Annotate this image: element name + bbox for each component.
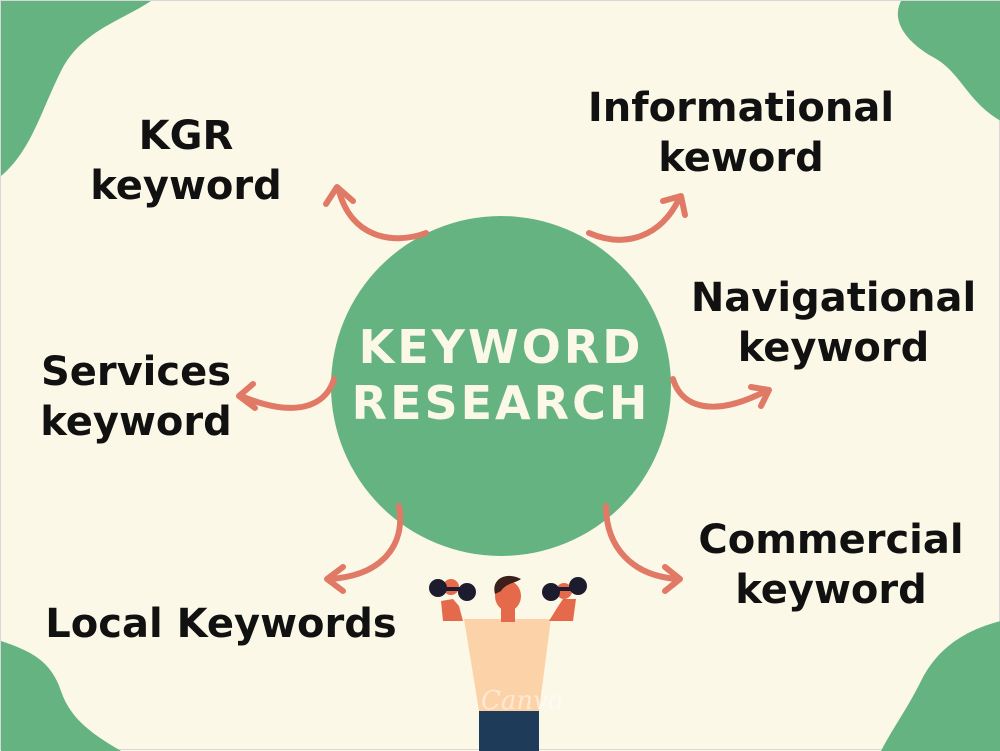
branch-kgr-keyword: KGR keyword [86, 111, 286, 211]
center-title-line1: KEYWORD [358, 320, 644, 374]
branch-label-line2: keyword [735, 567, 927, 613]
arrow-services [236, 376, 337, 411]
center-circle [331, 216, 671, 556]
center-title-line2: RESEARCH [351, 376, 651, 430]
man-lifting-dumbbells-illustration: Canva [429, 575, 587, 751]
branch-label-line1: Commercial [698, 517, 964, 563]
branch-label-line2: keword [658, 135, 824, 181]
corner-blob-bottom-right [881, 621, 1000, 751]
branch-label-line1: Informational [587, 85, 895, 131]
branch-commercial-keyword: Commercial keyword [686, 515, 976, 615]
branch-label-line1: Navigational [690, 275, 977, 321]
branch-informational-keyword: Informational keword [576, 83, 906, 183]
branch-label-line2: keyword [90, 163, 282, 209]
branch-navigational-keyword: Navigational keyword [681, 273, 986, 373]
arrow-informational [586, 193, 688, 243]
branch-label-line2: keyword [737, 325, 930, 371]
corner-blob-top-right [897, 1, 1000, 121]
branch-services-keyword: Services keyword [31, 347, 241, 447]
branch-label-line2: keyword [40, 399, 232, 445]
corner-blob-top-left [1, 1, 151, 176]
corner-blob-bottom-left [1, 641, 121, 751]
branch-label-line1: KGR [138, 113, 234, 159]
branch-local-keywords: Local Keywords [36, 599, 406, 649]
arrow-local [324, 503, 404, 594]
branch-label-line1: Services [40, 349, 232, 395]
svg-text:Canva: Canva [481, 686, 563, 716]
center-title: KEYWORD RESEARCH [331, 319, 671, 431]
arrow-kgr [323, 184, 429, 242]
arrow-navigational [670, 376, 772, 410]
arrow-commercial [603, 503, 683, 594]
branch-label-line1: Local Keywords [45, 601, 397, 647]
